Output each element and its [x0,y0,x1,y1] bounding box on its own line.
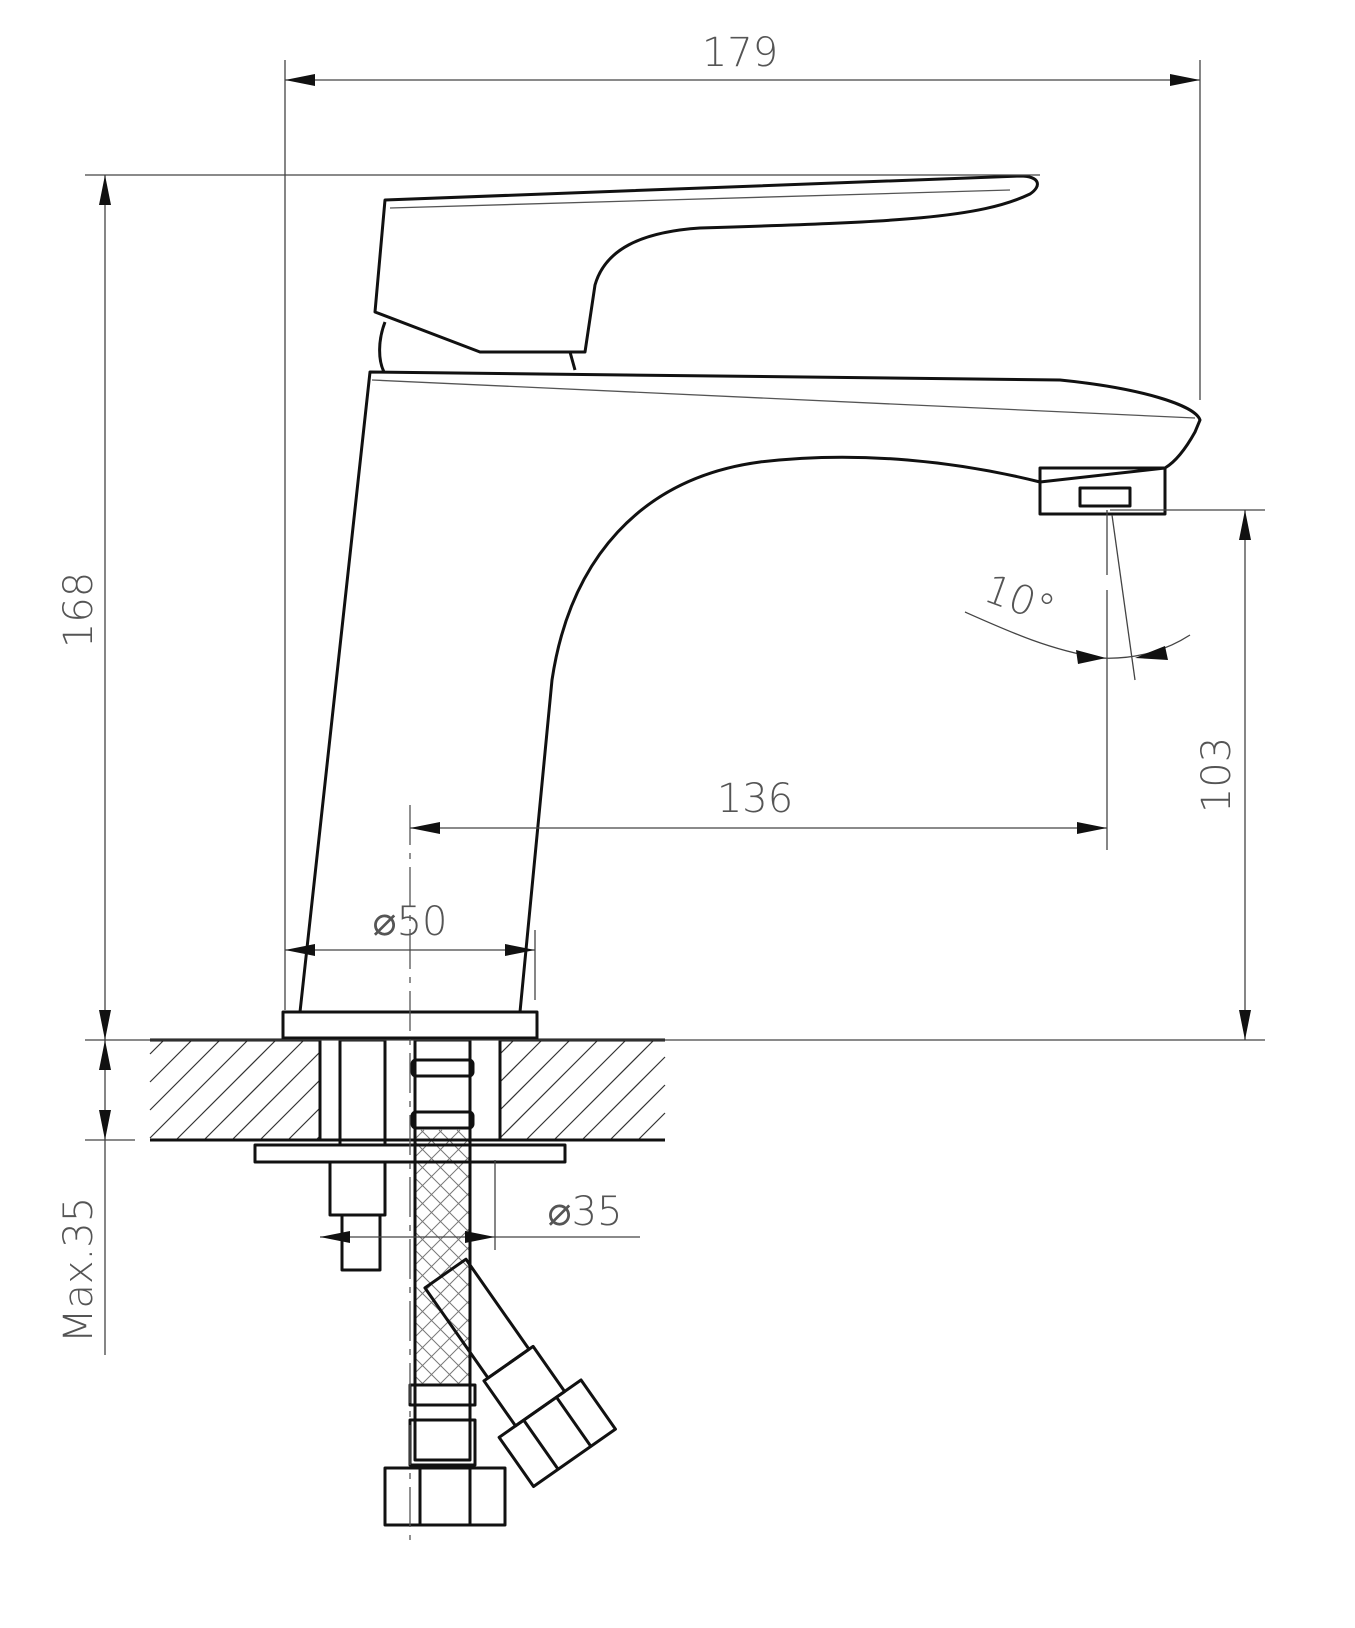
hatch-line [149,1039,193,1083]
mesh-line [414,1155,471,1212]
hatch-line [637,1112,666,1141]
dim-max-counter-thickness: Max.35 [56,1197,102,1343]
hatch-line [609,1084,666,1141]
mesh-line [438,1353,471,1386]
hatch-line [149,1039,221,1111]
hose-braid-mesh [414,1129,471,1386]
mesh-line [414,1129,461,1176]
mesh-line [414,1141,471,1198]
mesh-line [414,1159,471,1216]
mesh-line [414,1173,471,1230]
hatch-line [259,1079,321,1141]
mesh-line [414,1245,471,1302]
mesh-line [414,1281,471,1338]
countertop-section-hatch [149,1039,666,1141]
mesh-line [414,1317,471,1374]
lever-handle [373,174,1039,373]
hatch-line [553,1039,655,1141]
hex-nut [383,1466,507,1527]
hatch-line [287,1107,321,1141]
mesh-line [414,1299,471,1356]
hatch-line [149,1039,165,1055]
mesh-line [420,1335,471,1386]
hatch-line [149,1039,249,1139]
hatch-line [581,1056,666,1141]
hatch-line [231,1051,321,1141]
supply-hoses [383,1038,617,1527]
hatch-line [175,1039,277,1141]
hatch-line [525,1039,627,1141]
mesh-line [414,1137,471,1194]
dim-overall-height: 168 [56,572,102,648]
countertop [150,1038,665,1164]
mesh-line [414,1249,471,1306]
mesh-line [414,1267,471,1324]
mesh-line [414,1213,471,1270]
mesh-line [414,1357,443,1386]
hatch-line [499,1039,599,1139]
hatch-line [499,1039,543,1083]
hatch-line [203,1039,305,1141]
mesh-line [456,1371,471,1386]
dim-overall-width: 179 [702,30,778,76]
mesh-line [414,1303,471,1360]
dim-hole-diameter: ⌀35 [548,1189,623,1235]
mesh-line [414,1195,471,1252]
dim-spout-height: 103 [1194,737,1240,813]
mesh-line [414,1321,471,1378]
hatch-line [499,1039,515,1055]
mesh-line [414,1191,471,1248]
dim-spout-reach: 136 [717,776,793,822]
aerator [1038,466,1167,516]
mesh-line [414,1177,471,1234]
dimension-lines [85,60,1265,1355]
mesh-line [414,1263,471,1320]
dimension-arrows [99,74,1251,1243]
faucet-body [281,370,1202,1040]
mesh-line [420,1129,471,1180]
mesh-line [414,1339,461,1386]
mesh-line [414,1231,471,1288]
hatch-line [499,1039,571,1111]
dim-base-diameter: ⌀50 [373,899,448,945]
